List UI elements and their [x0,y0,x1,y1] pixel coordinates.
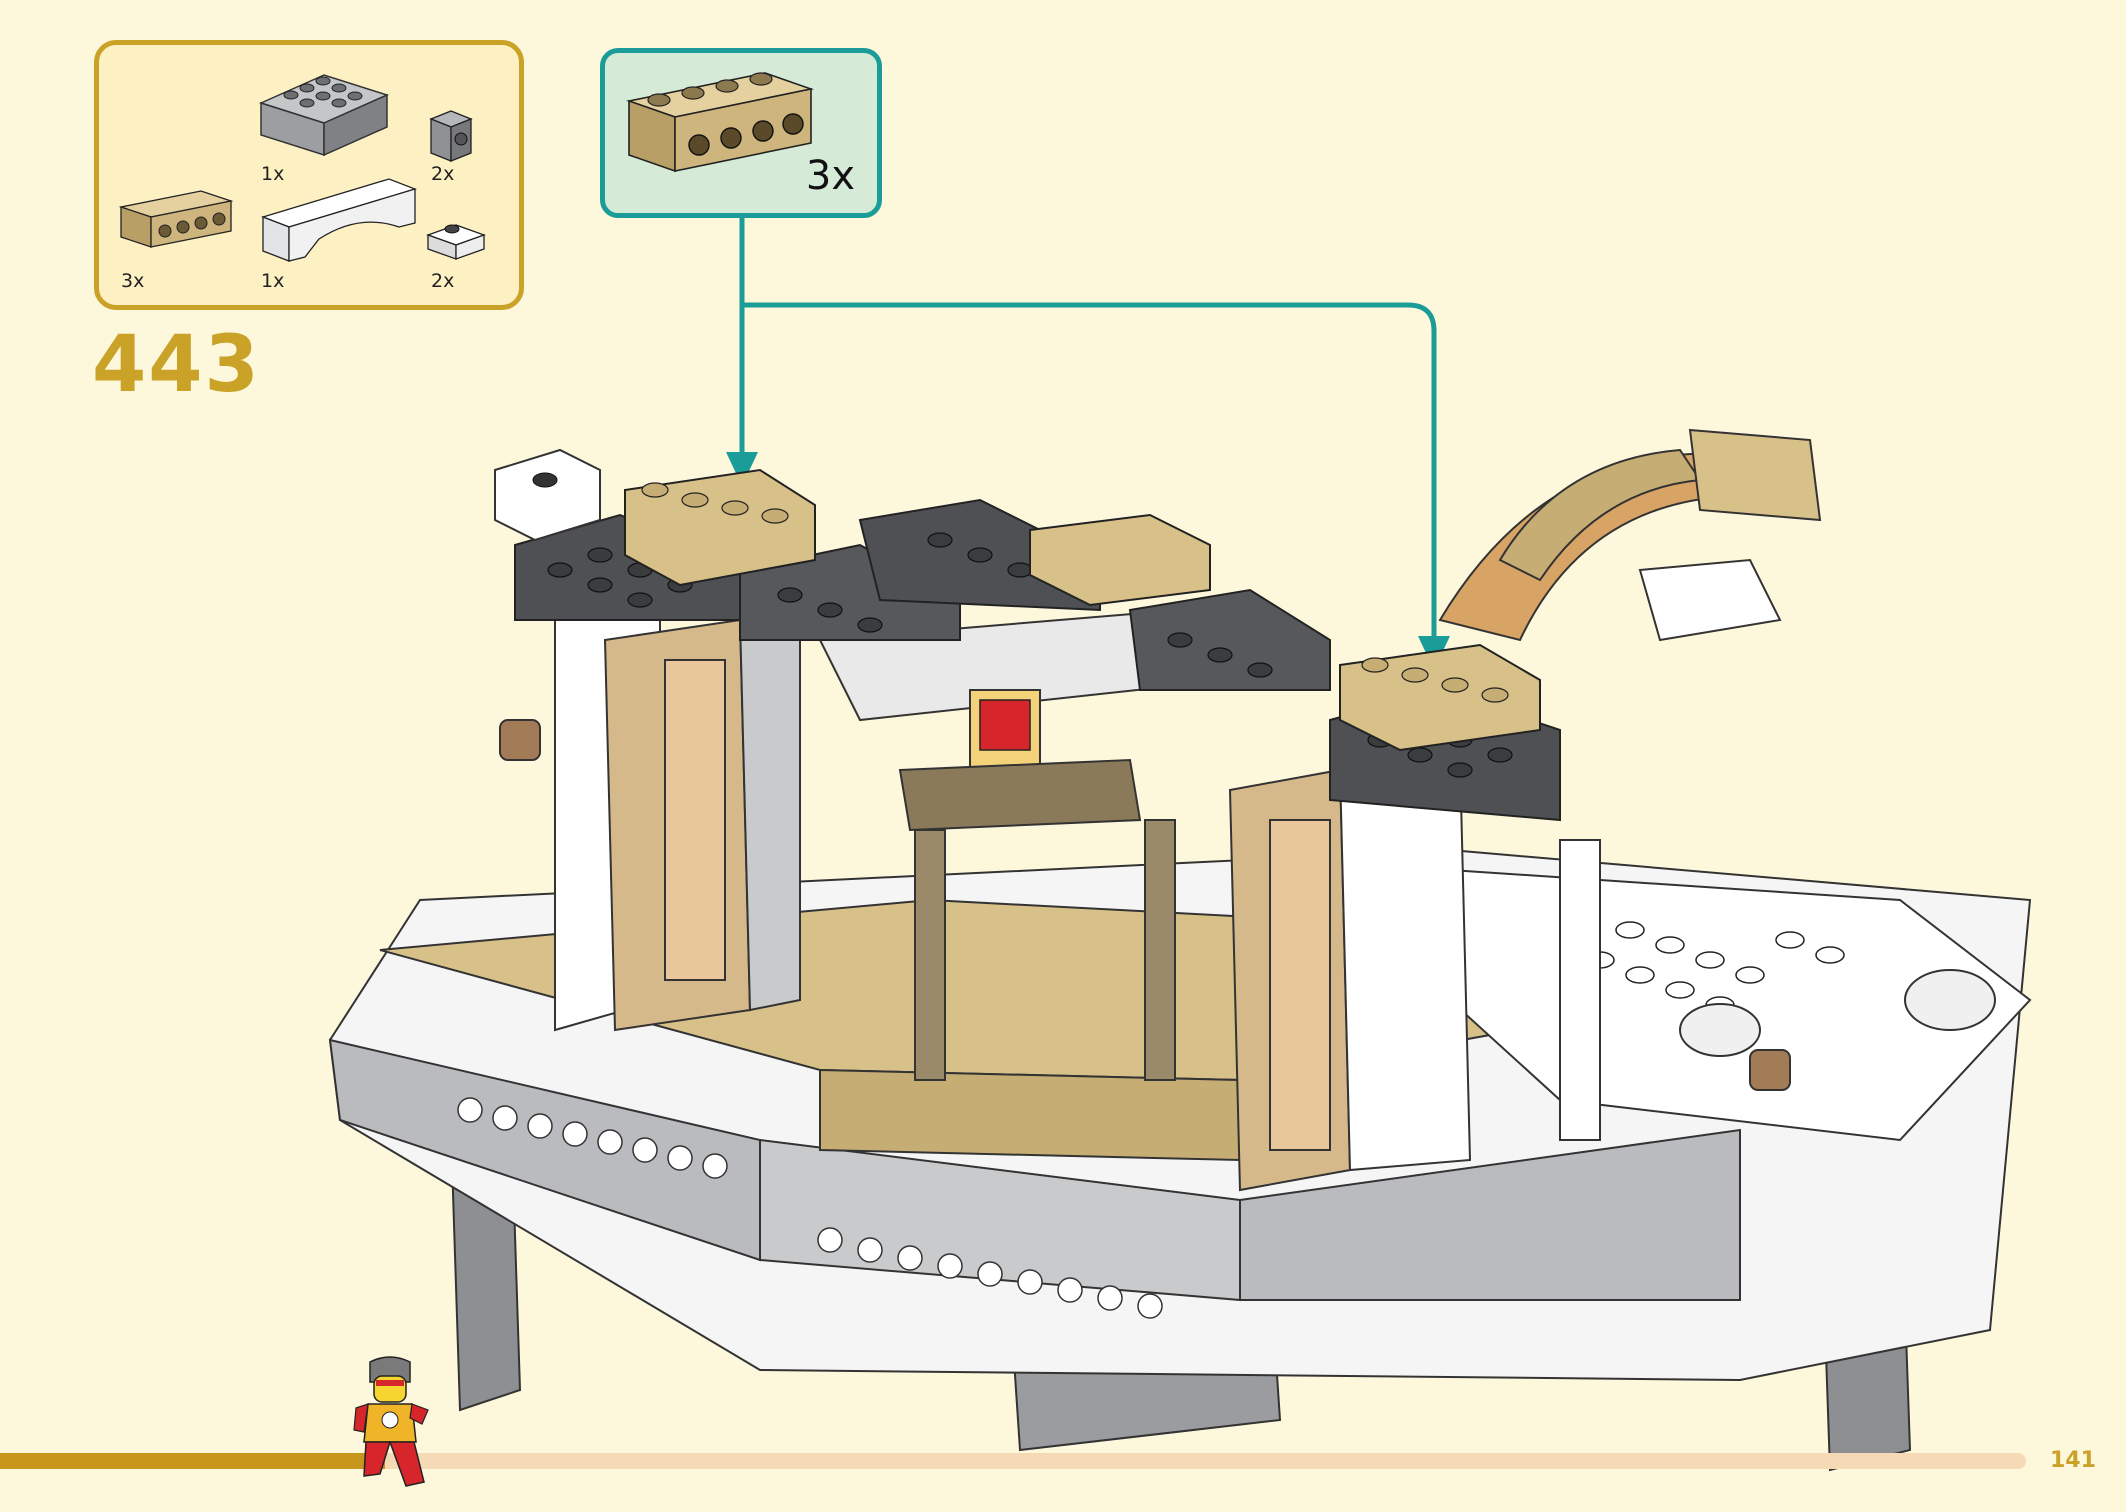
page-number: 141 [2050,1448,2096,1473]
part-qty: 1x [261,270,285,292]
callout-box: 3x [600,48,882,218]
model-illustration [328,428,2032,1472]
progress-bar [0,1453,2026,1469]
part-qty: 1x [261,163,285,185]
tan-technic-brick-1x4-icon [625,72,815,173]
white-arch-1x6-icon [260,178,418,262]
dark-gray-brick-2x4-icon [259,74,389,157]
progress-bar-fill [0,1453,385,1469]
arrow-line-right [742,302,1437,640]
parts-list-box: 1x 2x 3x 1x 2x [94,40,524,310]
white-bracket-1x1-icon [426,224,486,260]
minifigure-runner-icon [353,1356,429,1487]
part-qty: 3x [121,270,145,292]
callout-qty: 3x [805,153,855,199]
part-qty: 2x [431,163,455,185]
part-qty: 2x [431,270,455,292]
arrow-head-left-icon [726,452,758,486]
tan-technic-brick-1x4-icon [119,190,234,248]
dark-gray-brick-1x1-with-stud-on-side-icon [429,110,473,162]
step-number: 443 [92,320,261,410]
